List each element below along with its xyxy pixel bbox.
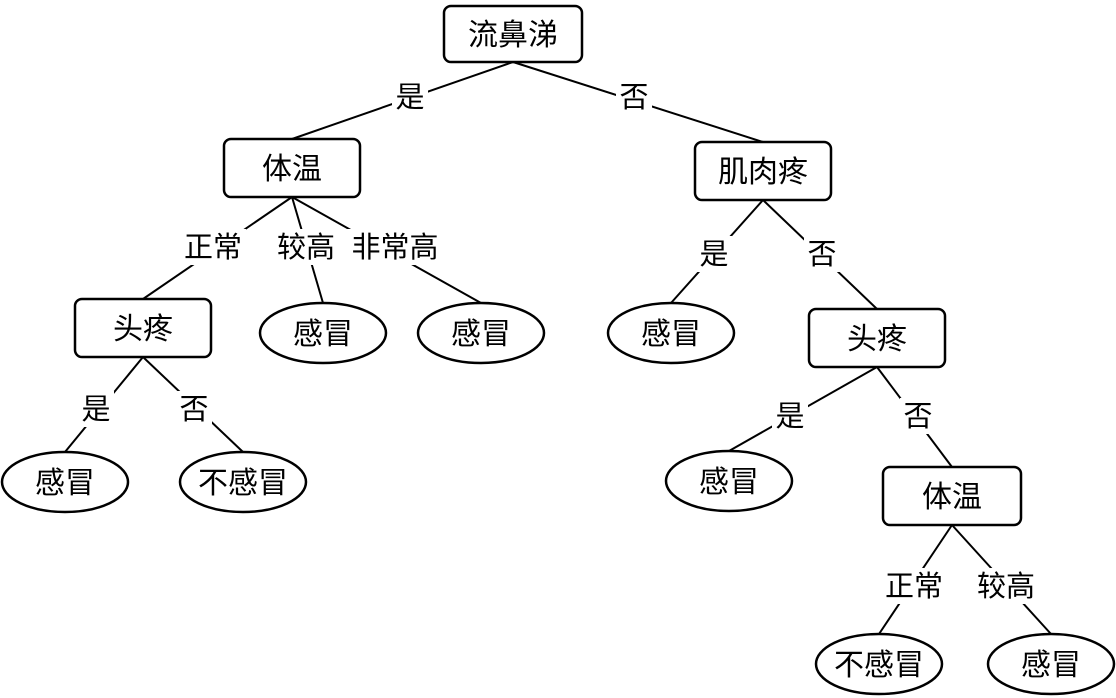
decision-box — [222, 137, 362, 199]
edge-label-background — [78, 391, 114, 427]
leaf-ellipse — [814, 632, 944, 696]
decision-box — [73, 297, 213, 359]
edge-label: 正常 — [885, 569, 943, 603]
leaf-ellipse — [0, 450, 130, 514]
edge-label: 较高 — [277, 230, 335, 264]
node-label: 感冒 — [699, 465, 759, 500]
leaf-ellipse — [258, 301, 388, 365]
edge-label: 较高 — [977, 569, 1035, 603]
edge-label-background — [616, 79, 652, 115]
edge-label-background — [392, 79, 428, 115]
decision-node-n2: 体温 — [222, 137, 362, 199]
edge-label-background — [180, 229, 246, 265]
leaf-ellipse — [178, 450, 308, 514]
node-label: 肌肉疼 — [718, 155, 808, 190]
node-label: 流鼻涕 — [468, 18, 558, 53]
node-label: 不感冒 — [198, 466, 288, 501]
nodes-layer: 流鼻涕体温肌肉疼头疼感冒感冒感冒头疼感冒不感冒感冒体温不感冒感冒 — [0, 4, 1116, 696]
edge-label-background — [900, 398, 936, 434]
edge-label: 是 — [775, 399, 804, 433]
leaf-node-n5: 感冒 — [258, 301, 388, 365]
leaf-ellipse — [606, 301, 736, 365]
node-label: 感冒 — [641, 317, 701, 352]
leaf-node-n7: 感冒 — [606, 301, 736, 365]
edge-label-background — [273, 229, 339, 265]
edge-label: 否 — [807, 237, 836, 271]
node-label: 感冒 — [293, 317, 353, 352]
node-label: 感冒 — [35, 466, 95, 501]
edge-label-background — [696, 236, 732, 272]
leaf-ellipse — [664, 449, 794, 513]
edge-label-background — [347, 229, 443, 265]
leaf-node-n9: 感冒 — [0, 450, 130, 514]
edge-label: 否 — [903, 399, 932, 433]
edge-label-background — [772, 398, 808, 434]
leaf-ellipse — [416, 301, 546, 365]
leaf-node-n10: 不感冒 — [178, 450, 308, 514]
leaf-ellipse — [986, 632, 1116, 696]
node-label: 头疼 — [847, 322, 907, 357]
decision-node-n12: 体温 — [881, 465, 1023, 527]
node-label: 体温 — [922, 480, 982, 515]
decision-box — [881, 465, 1023, 527]
decision-node-n8: 头疼 — [807, 307, 947, 369]
edge-label: 否 — [179, 392, 208, 426]
edge-label: 是 — [699, 237, 728, 271]
edge-label-background — [973, 568, 1039, 604]
leaf-node-n11: 感冒 — [664, 449, 794, 513]
node-label: 不感冒 — [834, 648, 924, 683]
node-label: 体温 — [262, 152, 322, 187]
edge-label: 正常 — [184, 230, 242, 264]
edge-label-background — [804, 236, 840, 272]
edge-label-background — [176, 391, 212, 427]
edge-labels-layer: 是否正常较高非常高是否是否是否正常较高 — [78, 79, 1039, 604]
decision-box — [693, 140, 833, 202]
node-label: 感冒 — [1021, 648, 1081, 683]
edge-label: 否 — [619, 80, 648, 114]
decision-box — [807, 307, 947, 369]
edge-label: 是 — [81, 392, 110, 426]
node-label: 头疼 — [113, 312, 173, 347]
leaf-node-n13: 不感冒 — [814, 632, 944, 696]
decision-node-n3: 肌肉疼 — [693, 140, 833, 202]
edge-label: 非常高 — [351, 230, 438, 264]
edge-label-background — [881, 568, 947, 604]
leaf-node-n14: 感冒 — [986, 632, 1116, 696]
decision-node-n4: 头疼 — [73, 297, 213, 359]
leaf-node-n6: 感冒 — [416, 301, 546, 365]
decision-box — [442, 4, 584, 64]
node-label: 感冒 — [451, 317, 511, 352]
edge-label: 是 — [395, 80, 424, 114]
decision-node-n1: 流鼻涕 — [442, 4, 584, 64]
